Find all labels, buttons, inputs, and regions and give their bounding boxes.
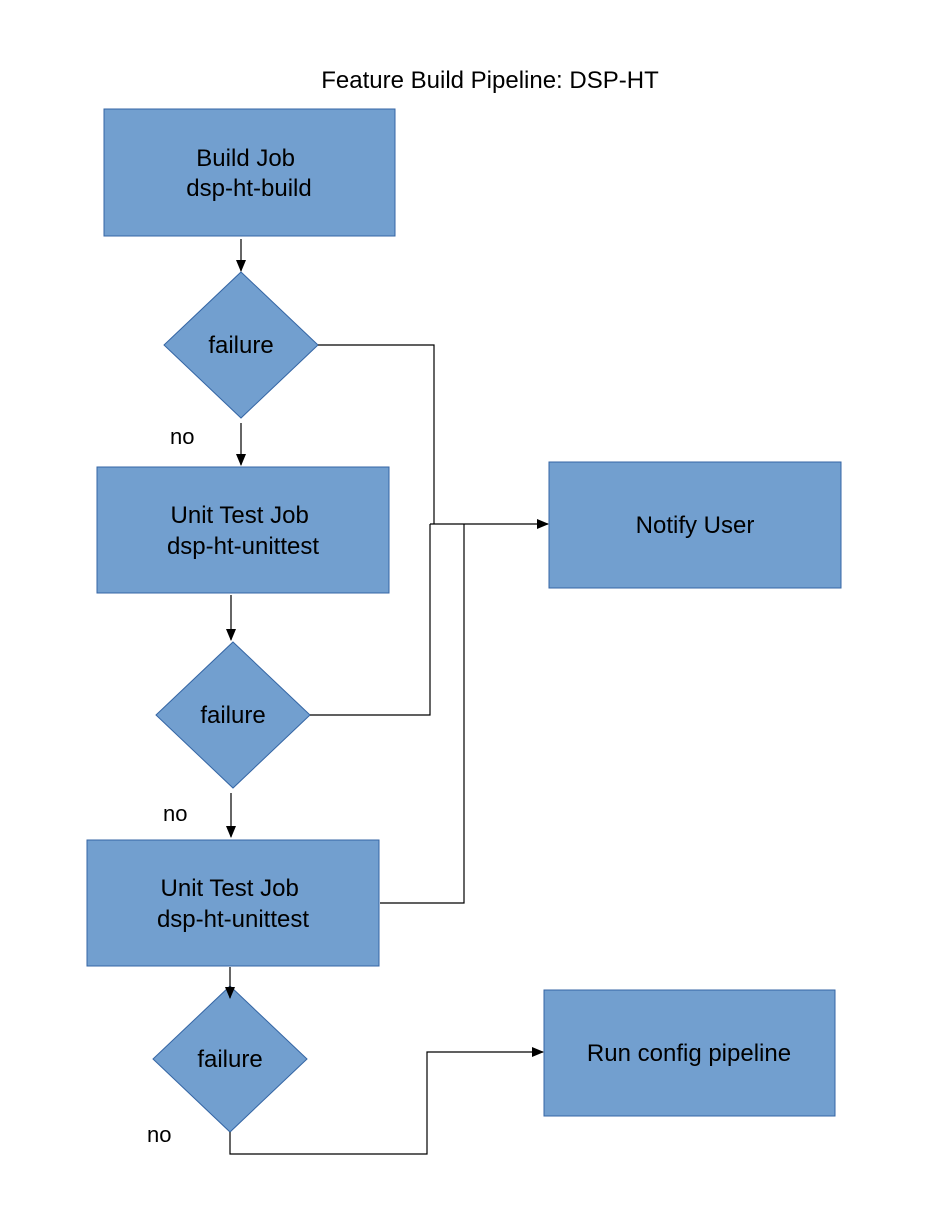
unit-test-2-line-1: Unit Test Job <box>161 875 299 902</box>
edge-label-no-3: no <box>147 1122 171 1147</box>
svg-text:failure: failure <box>208 332 273 359</box>
diagram-title: Feature Build Pipeline: DSP-HT <box>321 67 659 94</box>
line-failure-1-to-notify <box>318 344 435 524</box>
failure-decision-1: failure <box>163 271 319 419</box>
build-job-line-2: dsp-ht-build <box>186 175 311 202</box>
unit-test-job-node-1: Unit Test Job dsp-ht-unittest <box>96 466 390 594</box>
line-unit-test-2-to-notify <box>380 524 465 904</box>
edge-label-no-1: no <box>170 424 194 449</box>
svg-text:Run config pipeline: Run config pipeline <box>587 1040 791 1067</box>
build-job-line-1: Build Job <box>196 145 295 172</box>
svg-text:Unit Test Job dsp-ht-uni: Unit Test Job dsp-ht-unittest <box>167 502 319 560</box>
svg-text:failure: failure <box>197 1046 262 1073</box>
failure-decision-2: failure <box>155 641 311 789</box>
unit-test-1-line-1: Unit Test Job <box>171 502 309 529</box>
edge-label-no-2: no <box>163 801 187 826</box>
svg-text:Build Job dsp-ht-build: Build Job dsp-ht-build <box>186 145 311 202</box>
arrow-failure-3-to-run-config <box>229 1047 544 1155</box>
unit-test-job-node-2: Unit Test Job dsp-ht-unittest <box>86 839 380 967</box>
unit-test-2-line-2: dsp-ht-unittest <box>157 906 309 933</box>
svg-text:Notify User: Notify User <box>636 512 755 539</box>
build-job-node: Build Job dsp-ht-build <box>103 108 396 237</box>
failure-decision-3: failure <box>152 985 308 1133</box>
unit-test-1-line-2: dsp-ht-unittest <box>167 533 319 560</box>
svg-text:failure: failure <box>200 702 265 729</box>
line-failure-2-to-notify <box>310 524 431 716</box>
run-config-pipeline-node: Run config pipeline <box>543 989 836 1117</box>
notify-user-node: Notify User <box>548 461 842 589</box>
svg-text:Unit Test Job dsp-ht-uni: Unit Test Job dsp-ht-unittest <box>157 875 309 933</box>
